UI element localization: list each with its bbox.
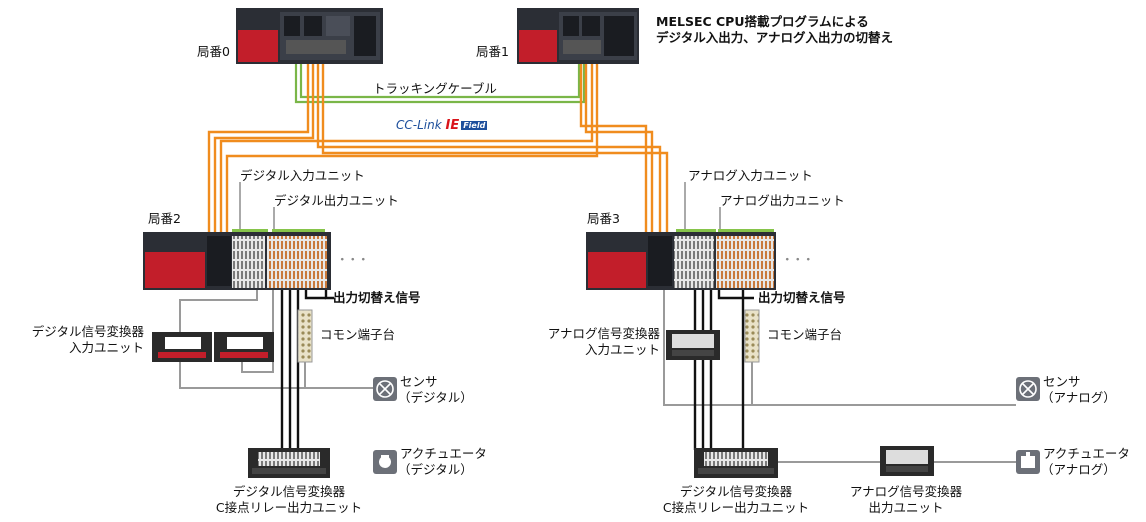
ao-converter-label-2: 出力ユニット <box>868 500 944 515</box>
actuator-icon-right <box>1016 450 1040 474</box>
plc-station-3 <box>586 229 776 290</box>
actuator-right-label-2: （アナログ） <box>1041 462 1116 477</box>
station-3-label: 局番3 <box>587 211 620 226</box>
common-terminal-left-label: コモン端子台 <box>320 327 396 342</box>
station-1-label: 局番1 <box>476 44 509 59</box>
station-0-label: 局番0 <box>197 44 230 59</box>
wiring-grey <box>179 290 1016 463</box>
station-2-label: 局番2 <box>148 211 181 226</box>
ai-converter-label-1: アナログ信号変換器 <box>547 326 660 341</box>
digital-input-unit-label: デジタル入力ユニット <box>240 168 365 183</box>
sensor-right-label-1: センサ <box>1043 374 1081 389</box>
common-terminal-right-label: コモン端子台 <box>767 327 843 342</box>
wiring-black <box>280 290 754 450</box>
title-line-2: デジタル入出力、アナログ入出力の切替え <box>656 30 894 45</box>
leader-lines <box>239 182 721 229</box>
relay-left-label-2: C接点リレー出力ユニット <box>215 500 363 515</box>
more-modules-right: ・・・ <box>781 252 814 267</box>
common-terminal-right <box>744 309 760 363</box>
ao-converter-label-1: アナログ信号変換器 <box>849 484 963 499</box>
plc-station-2 <box>143 229 331 290</box>
ao-converter <box>880 446 934 476</box>
relay-unit-right <box>694 448 778 478</box>
wire-sensor-right <box>663 290 1016 406</box>
sensor-left-label-1: センサ <box>400 374 438 389</box>
relay-right-label-1: デジタル信号変換器 <box>679 484 793 499</box>
actuator-right-label-1: アクチュエータ <box>1043 446 1130 461</box>
di-converter-label-1: デジタル信号変換器 <box>31 324 144 339</box>
actuator-icon-left <box>373 450 397 474</box>
common-terminal-left <box>297 309 313 363</box>
analog-output-unit-label: アナログ出力ユニット <box>720 193 845 208</box>
wire-sensor-left <box>179 362 373 389</box>
di-converter-label-2: 入力ユニット <box>68 340 144 355</box>
plc-station-0 <box>236 8 383 64</box>
sensor-right-label-2: （アナログ） <box>1041 390 1116 405</box>
wire-converter2 <box>241 290 274 373</box>
relay-right-label-2: C接点リレー出力ユニット <box>662 500 810 515</box>
sensor-left-label-2: （デジタル） <box>398 390 473 405</box>
more-modules-left: ・・・ <box>336 252 369 267</box>
tracking-cable-lines <box>294 64 586 104</box>
digital-output-unit-label: デジタル出力ユニット <box>274 193 399 208</box>
actuator-left-label-2: （デジタル） <box>398 462 473 477</box>
cclink-cables <box>207 64 669 232</box>
cclink-ie: IE <box>445 118 460 133</box>
plc-station-1 <box>517 8 639 64</box>
wire-di-converter <box>179 290 258 332</box>
sensor-icon-left <box>373 377 397 401</box>
relay-left-label-1: デジタル信号変換器 <box>232 484 346 499</box>
cclink-field: Field <box>461 121 488 130</box>
title-line-1: MELSEC CPU搭載プログラムによる <box>656 14 869 29</box>
cclink-text: CC-Link <box>396 118 442 132</box>
di-converter-1 <box>152 332 212 362</box>
ai-converter-label-2: 入力ユニット <box>584 342 660 357</box>
switch-signal-left: 出力切替え信号 <box>333 290 421 305</box>
relay-unit-left <box>248 448 330 478</box>
actuator-left-label-1: アクチュエータ <box>400 446 487 461</box>
tracking-cable-label: トラッキングケーブル <box>373 81 497 96</box>
di-converter-2 <box>214 332 274 362</box>
switch-signal-right: 出力切替え信号 <box>758 290 846 305</box>
sensor-icon-right <box>1016 377 1040 401</box>
analog-input-unit-label: アナログ入力ユニット <box>688 168 813 183</box>
ai-converter <box>666 330 720 360</box>
